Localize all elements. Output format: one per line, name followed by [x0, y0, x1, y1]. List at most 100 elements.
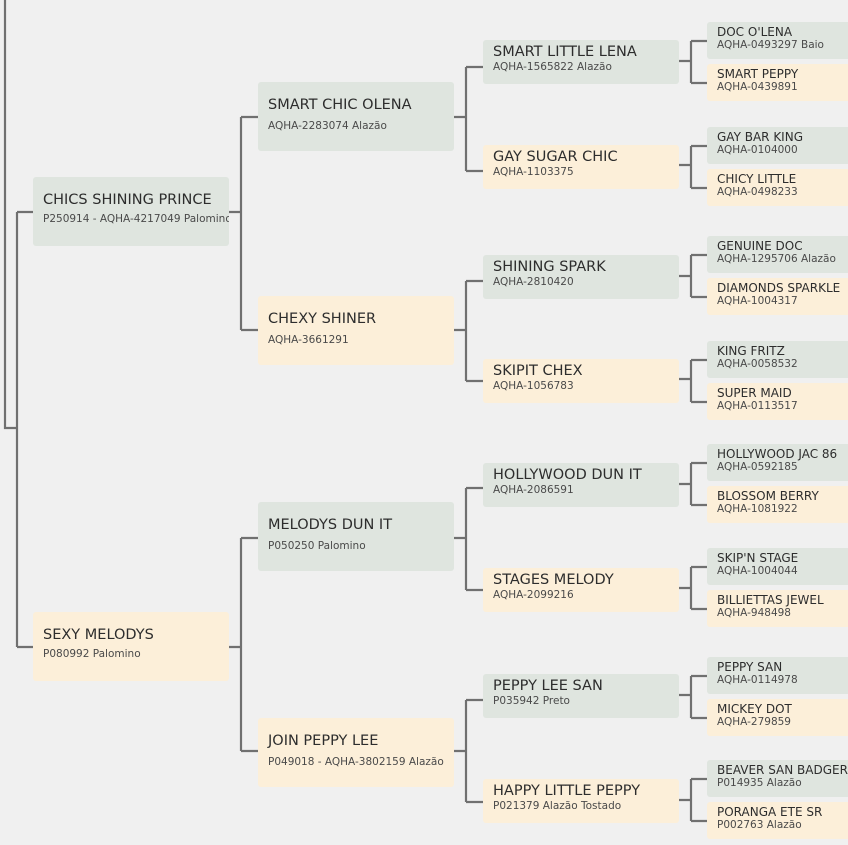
horse-card-gen3[interactable]: HAPPY LITTLE PEPPY P021379 Alazão Tostad… [483, 779, 679, 823]
horse-registration: P080992 Palomino [43, 648, 141, 660]
horse-name: CHEXY SHINER [268, 311, 377, 327]
horse-registration: AQHA-2099216 [493, 589, 574, 601]
horse-registration: AQHA-0592185 [717, 461, 798, 473]
horse-card-dam-sire[interactable]: MELODYS DUN IT P050250 Palomino [258, 502, 454, 571]
horse-registration: P049018 - AQHA-3802159 Alazão [268, 756, 444, 768]
horse-card-gen4[interactable]: MICKEY DOT AQHA-279859 [707, 699, 848, 736]
horse-registration: AQHA-1565822 Alazão [493, 61, 612, 73]
horse-registration: AQHA-0493297 Baio [717, 39, 824, 51]
horse-card-gen3[interactable]: GAY SUGAR CHIC AQHA-1103375 [483, 145, 679, 189]
horse-name: BILLIETTAS JEWEL [717, 593, 824, 607]
horse-registration: AQHA-2810420 [493, 276, 574, 288]
horse-registration: P002763 Alazão [717, 819, 802, 831]
horse-name: MELODYS DUN IT [268, 517, 393, 533]
horse-name: SMART LITTLE LENA [493, 44, 637, 60]
horse-card-gen4[interactable]: BILLIETTAS JEWEL AQHA-948498 [707, 590, 848, 627]
horse-card-gen4[interactable]: PEPPY SAN AQHA-0114978 [707, 657, 848, 694]
horse-card-gen4[interactable]: KING FRITZ AQHA-0058532 [707, 341, 848, 378]
horse-name: JOIN PEPPY LEE [268, 733, 379, 749]
horse-name: GAY SUGAR CHIC [493, 149, 618, 165]
connector-g3-1 [679, 39, 707, 85]
horse-name: SMART PEPPY [717, 67, 799, 81]
connector-dam-dam [454, 698, 483, 804]
horse-registration: AQHA-1103375 [493, 166, 574, 178]
connector-g3-7 [679, 674, 707, 720]
horse-name: HOLLYWOOD JAC 86 [717, 447, 838, 461]
horse-name: DIAMONDS SPARKLE [717, 281, 841, 295]
horse-card-gen3[interactable]: PEPPY LEE SAN P035942 Preto [483, 674, 679, 718]
horse-registration: AQHA-2283074 Alazão [268, 120, 387, 132]
horse-registration: AQHA-1081922 [717, 503, 798, 515]
horse-registration: AQHA-3661291 [268, 334, 349, 346]
horse-name: BLOSSOM BERRY [717, 489, 819, 503]
horse-card-gen4[interactable]: PORANGA ETE SR P002763 Alazão [707, 802, 848, 839]
horse-registration: P035942 Preto [493, 695, 570, 707]
horse-card-dam[interactable]: SEXY MELODYS P080992 Palomino [33, 612, 229, 681]
horse-card-gen4[interactable]: GAY BAR KING AQHA-0104000 [707, 127, 848, 164]
horse-name: PEPPY LEE SAN [493, 678, 603, 694]
horse-card-gen3[interactable]: HOLLYWOOD DUN IT AQHA-2086591 [483, 463, 679, 507]
horse-name: SUPER MAID [717, 386, 792, 400]
horse-card-gen3[interactable]: SMART LITTLE LENA AQHA-1565822 Alazão [483, 40, 679, 84]
horse-registration: AQHA-279859 [717, 716, 791, 728]
horse-registration: AQHA-0058532 [717, 358, 798, 370]
horse-card-gen3[interactable]: SKIPIT CHEX AQHA-1056783 [483, 359, 679, 403]
horse-registration: AQHA-1004317 [717, 295, 798, 307]
horse-name: SEXY MELODYS [43, 627, 154, 643]
connector-g3-3 [679, 253, 707, 299]
horse-name: BEAVER SAN BADGER [717, 763, 848, 777]
horse-name: HOLLYWOOD DUN IT [493, 467, 642, 483]
horse-card-gen4[interactable]: CHICY LITTLE AQHA-0498233 [707, 169, 848, 206]
horse-card-dam-dam[interactable]: JOIN PEPPY LEE P049018 - AQHA-3802159 Al… [258, 718, 454, 787]
horse-registration: AQHA-0498233 [717, 186, 798, 198]
horse-registration: P014935 Alazão [717, 777, 802, 789]
horse-registration: AQHA-0439891 [717, 81, 798, 93]
horse-card-gen3[interactable]: STAGES MELODY AQHA-2099216 [483, 568, 679, 612]
horse-name: MICKEY DOT [717, 702, 792, 716]
connector-g3-5 [679, 461, 707, 507]
horse-name: CHICY LITTLE [717, 172, 797, 186]
connector-g3-2 [679, 144, 707, 190]
horse-card-sire[interactable]: CHICS SHINING PRINCE P250914 - AQHA-4217… [33, 177, 229, 246]
horse-registration: AQHA-2086591 [493, 484, 574, 496]
horse-registration: AQHA-0104000 [717, 144, 798, 156]
horse-registration: P250914 - AQHA-4217049 Palomino [43, 213, 229, 225]
connector-sire-dam [454, 279, 483, 383]
horse-registration: AQHA-1295706 Alazão [717, 253, 836, 265]
connector-root [3, 0, 33, 649]
horse-registration: AQHA-0114978 [717, 674, 798, 686]
connector-g3-6 [679, 565, 707, 611]
horse-registration: AQHA-1056783 [493, 380, 574, 392]
horse-card-gen4[interactable]: SMART PEPPY AQHA-0439891 [707, 64, 848, 101]
horse-card-gen4[interactable]: GENUINE DOC AQHA-1295706 Alazão [707, 236, 848, 273]
horse-card-gen4[interactable]: DIAMONDS SPARKLE AQHA-1004317 [707, 278, 848, 315]
horse-card-gen4[interactable]: DOC O'LENA AQHA-0493297 Baio [707, 22, 848, 59]
horse-name: GAY BAR KING [717, 130, 803, 144]
horse-registration: P021379 Alazão Tostado [493, 800, 622, 812]
connector-sire [229, 115, 258, 332]
horse-name: HAPPY LITTLE PEPPY [493, 783, 641, 799]
horse-registration: AQHA-0113517 [717, 400, 798, 412]
connector-sire-sire [454, 65, 483, 173]
horse-name: KING FRITZ [717, 344, 785, 358]
horse-name: DOC O'LENA [717, 25, 793, 39]
horse-card-gen3[interactable]: SHINING SPARK AQHA-2810420 [483, 255, 679, 299]
horse-name: SKIP'N STAGE [717, 551, 799, 565]
horse-card-gen4[interactable]: SKIP'N STAGE AQHA-1004044 [707, 548, 848, 585]
horse-card-sire-dam[interactable]: CHEXY SHINER AQHA-3661291 [258, 296, 454, 365]
horse-name: STAGES MELODY [493, 572, 614, 588]
horse-card-sire-sire[interactable]: SMART CHIC OLENA AQHA-2283074 Alazão [258, 82, 454, 151]
horse-card-gen4[interactable]: BEAVER SAN BADGER P014935 Alazão [707, 760, 848, 797]
horse-card-gen4[interactable]: HOLLYWOOD JAC 86 AQHA-0592185 [707, 444, 848, 481]
horse-name: SMART CHIC OLENA [268, 97, 412, 113]
horse-registration: P050250 Palomino [268, 540, 366, 552]
horse-name: CHICS SHINING PRINCE [43, 192, 212, 208]
horse-name: SKIPIT CHEX [493, 363, 583, 379]
horse-name: PEPPY SAN [717, 660, 783, 674]
horse-card-gen4[interactable]: SUPER MAID AQHA-0113517 [707, 383, 848, 420]
horse-card-gen4[interactable]: BLOSSOM BERRY AQHA-1081922 [707, 486, 848, 523]
horse-registration: AQHA-1004044 [717, 565, 798, 577]
connector-g3-8 [679, 777, 707, 823]
horse-name: GENUINE DOC [717, 239, 803, 253]
